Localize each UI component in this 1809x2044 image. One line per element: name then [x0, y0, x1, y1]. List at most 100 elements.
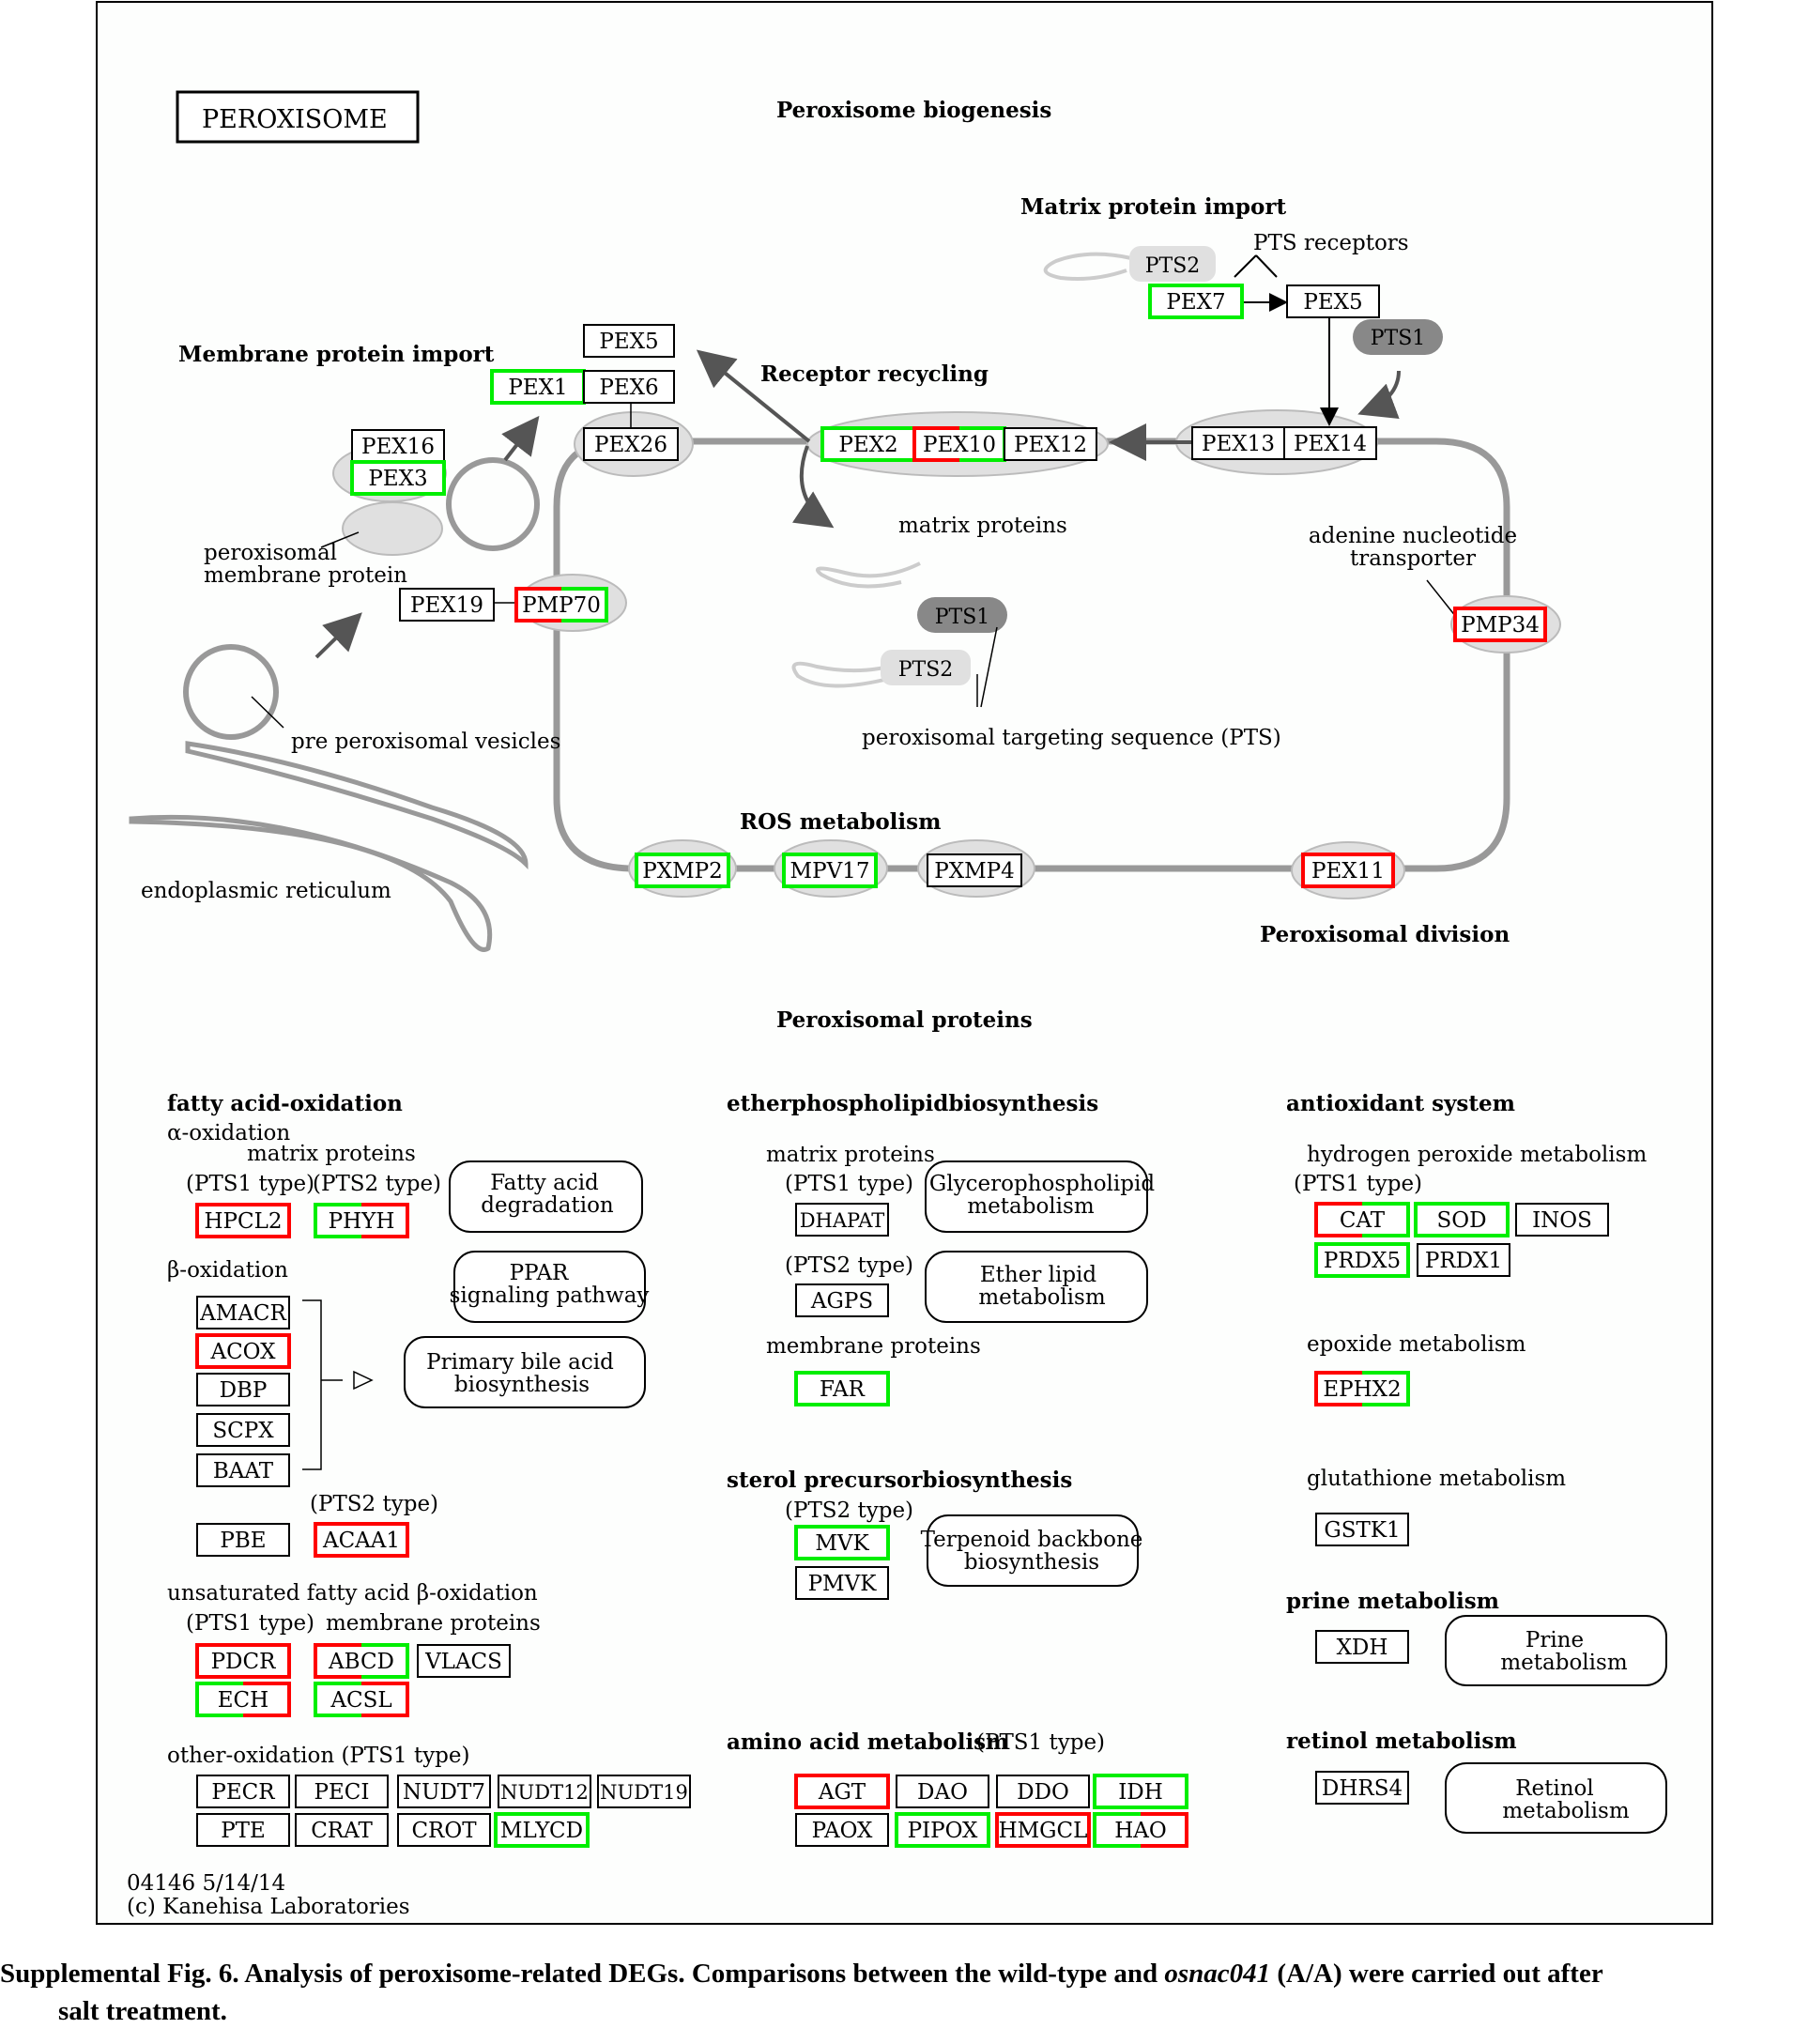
gene-rect-nudt19[interactable] [597, 1775, 691, 1808]
gene-rect-amacr[interactable] [196, 1296, 290, 1329]
gene-rect-gstk1[interactable] [1315, 1513, 1409, 1546]
gene-box-pex3[interactable]: PEX3 [350, 460, 446, 496]
gene-rect-agps[interactable] [795, 1283, 889, 1317]
gene-box-mpv17[interactable]: MPV17 [782, 853, 878, 888]
gene-rect-dhapat[interactable] [795, 1203, 889, 1237]
gene-box-mlycd[interactable]: MLYCD [494, 1812, 590, 1848]
gene-rect-pex19[interactable] [399, 588, 495, 622]
gene-box-phyh[interactable]: PHYH [314, 1203, 409, 1238]
gene-rect-acaa1[interactable] [314, 1522, 409, 1558]
gene-box-sod[interactable]: SOD [1414, 1202, 1510, 1237]
gene-rect-acox[interactable] [195, 1333, 291, 1369]
gene-box-pdcr[interactable]: PDCR [195, 1643, 291, 1679]
gene-rect-sod[interactable] [1414, 1202, 1510, 1237]
gene-rect-pex11[interactable] [1301, 853, 1395, 888]
gene-rect-hao[interactable] [1093, 1812, 1188, 1848]
gene-box-pex13[interactable]: PEX13 [1191, 426, 1285, 460]
gene-box-dao[interactable]: DAO [896, 1775, 989, 1808]
gene-rect-pex5a[interactable] [583, 324, 675, 358]
gene-box-abcd[interactable]: ABCD [314, 1643, 409, 1679]
gene-box-paox[interactable]: PAOX [795, 1813, 889, 1847]
gene-box-pmvk[interactable]: PMVK [795, 1566, 889, 1600]
gene-box-agt[interactable]: AGT [794, 1774, 890, 1809]
gene-box-prdx5[interactable]: PRDX5 [1314, 1242, 1410, 1278]
gene-box-pex10[interactable]: PEX10 [912, 426, 1006, 462]
gene-rect-nudt12[interactable] [498, 1775, 591, 1808]
gene-box-pex14[interactable]: PEX14 [1283, 426, 1377, 460]
gene-rect-pex26[interactable] [583, 427, 679, 461]
gene-rect-pecr[interactable] [196, 1775, 290, 1808]
gene-box-cat[interactable]: CAT [1314, 1202, 1410, 1237]
gene-rect-acsl[interactable] [314, 1682, 409, 1717]
gene-box-vlacs[interactable]: VLACS [417, 1644, 511, 1678]
gene-rect-pex10[interactable] [912, 426, 1006, 462]
gene-box-gstk1[interactable]: GSTK1 [1315, 1513, 1409, 1546]
gene-rect-crot[interactable] [397, 1813, 491, 1847]
gene-box-pipox[interactable]: PIPOX [895, 1812, 990, 1848]
gene-box-ddo[interactable]: DDO [996, 1775, 1090, 1808]
gene-box-pex26[interactable]: PEX26 [583, 427, 679, 461]
gene-rect-vlacs[interactable] [417, 1644, 511, 1678]
gene-rect-far[interactable] [794, 1371, 890, 1406]
gene-box-nudt19[interactable]: NUDT19 [597, 1775, 691, 1808]
gene-rect-xdh[interactable] [1315, 1630, 1409, 1664]
gene-rect-cat[interactable] [1314, 1202, 1410, 1237]
gene-rect-ephx2[interactable] [1314, 1371, 1410, 1406]
gene-rect-ech[interactable] [195, 1682, 291, 1717]
gene-rect-pex3[interactable] [350, 460, 446, 496]
gene-box-pex7[interactable]: PEX7 [1148, 284, 1244, 319]
gene-box-pex12[interactable]: PEX12 [1004, 427, 1097, 461]
gene-box-pex5b[interactable]: PEX5 [1286, 284, 1380, 318]
gene-rect-pex13[interactable] [1191, 426, 1285, 460]
gene-box-pex1[interactable]: PEX1 [490, 369, 586, 405]
gene-box-crat[interactable]: CRAT [295, 1813, 389, 1847]
gene-rect-pex14[interactable] [1283, 426, 1377, 460]
gene-box-pex19[interactable]: PEX19 [399, 588, 495, 622]
gene-box-hpcl2[interactable]: HPCL2 [195, 1203, 291, 1238]
gene-rect-mvk[interactable] [794, 1525, 890, 1560]
gene-box-mvk[interactable]: MVK [794, 1525, 890, 1560]
gene-rect-pxmp4[interactable] [927, 853, 1022, 887]
gene-rect-pex16[interactable] [351, 429, 445, 463]
gene-rect-dao[interactable] [896, 1775, 989, 1808]
gene-rect-dbp[interactable] [196, 1373, 290, 1406]
gene-box-pecr[interactable]: PECR [196, 1775, 290, 1808]
gene-box-peci[interactable]: PECI [295, 1775, 389, 1808]
gene-rect-pmvk[interactable] [795, 1566, 889, 1600]
gene-rect-abcd[interactable] [314, 1643, 409, 1679]
gene-rect-pex5b[interactable] [1286, 284, 1380, 318]
gene-rect-inos[interactable] [1515, 1203, 1609, 1237]
gene-box-far[interactable]: FAR [794, 1371, 890, 1406]
gene-rect-pex7[interactable] [1148, 284, 1244, 319]
gene-rect-peci[interactable] [295, 1775, 389, 1808]
gene-rect-prdx5[interactable] [1314, 1242, 1410, 1278]
gene-box-hmgcl[interactable]: HMGCL [995, 1812, 1091, 1848]
gene-box-pex16[interactable]: PEX16 [351, 429, 445, 463]
gene-rect-pex6[interactable] [583, 370, 675, 404]
gene-rect-pte[interactable] [196, 1813, 290, 1847]
gene-box-ephx2[interactable]: EPHX2 [1314, 1371, 1410, 1406]
gene-rect-pex2[interactable] [820, 426, 916, 462]
gene-box-dbp[interactable]: DBP [196, 1373, 290, 1406]
gene-box-scpx[interactable]: SCPX [196, 1413, 290, 1447]
gene-rect-pdcr[interactable] [195, 1643, 291, 1679]
gene-rect-mlycd[interactable] [494, 1812, 590, 1848]
gene-rect-hpcl2[interactable] [195, 1203, 291, 1238]
gene-box-acaa1[interactable]: ACAA1 [314, 1522, 409, 1558]
gene-box-dhapat[interactable]: DHAPAT [795, 1203, 889, 1237]
gene-box-acox[interactable]: ACOX [195, 1333, 291, 1369]
gene-box-pex6[interactable]: PEX6 [583, 370, 675, 404]
gene-box-ech[interactable]: ECH [195, 1682, 291, 1717]
gene-box-pmp70[interactable]: PMP70 [514, 587, 608, 622]
gene-box-agps[interactable]: AGPS [795, 1283, 889, 1317]
gene-box-dhrs4[interactable]: DHRS4 [1315, 1771, 1409, 1805]
gene-rect-pmp70[interactable] [514, 587, 608, 622]
gene-rect-scpx[interactable] [196, 1413, 290, 1447]
gene-box-pxmp2[interactable]: PXMP2 [635, 853, 730, 888]
gene-box-acsl[interactable]: ACSL [314, 1682, 409, 1717]
gene-box-pxmp4[interactable]: PXMP4 [927, 853, 1022, 887]
gene-rect-pmp34[interactable] [1453, 607, 1547, 642]
gene-rect-mpv17[interactable] [782, 853, 878, 888]
gene-box-xdh[interactable]: XDH [1315, 1630, 1409, 1664]
gene-rect-paox[interactable] [795, 1813, 889, 1847]
